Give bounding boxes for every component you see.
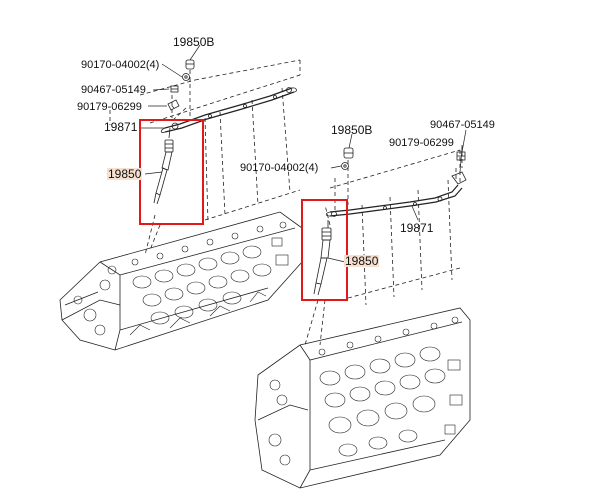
left-busbar-nut: [171, 122, 179, 130]
right-clamp-label: 90179-06299: [389, 137, 454, 149]
left-glow-plug-highlight-box: [139, 119, 204, 225]
left-bolt-label: 90170-04002(4): [81, 59, 160, 71]
right-nut-label: 90467-05149: [430, 119, 495, 131]
right-busbar: [329, 184, 459, 213]
right-cap-part: [343, 147, 354, 159]
left-cylinder-head: [59, 211, 303, 351]
right-clamp-part: [451, 171, 467, 185]
right-glow-plug-label: 19850: [344, 254, 380, 268]
left-glow-plug-drawing: [153, 127, 174, 205]
right-bolt-label: 90170-04002(4): [240, 162, 319, 174]
left-alignment-lines: [109, 59, 301, 256]
left-clamp-label: 90179-06299: [77, 101, 142, 113]
left-cap-part: [185, 59, 195, 70]
left-busbar: [164, 87, 293, 129]
right-glow-plug-drawing: [313, 220, 332, 296]
right-busbar-label: 19871: [400, 221, 434, 235]
left-nut-label: 90467-05149: [81, 84, 146, 96]
left-clamp-part: [167, 99, 180, 111]
right-cylinder-head: [254, 307, 471, 489]
right-cap-label: 19850B: [331, 123, 373, 137]
right-glow-plug-highlight-box: [301, 199, 348, 301]
right-alignment-lines: [304, 145, 463, 346]
left-busbar-label: 19871: [104, 120, 138, 134]
left-bolt-part: [182, 73, 190, 81]
left-glow-plug-label: 19850: [107, 167, 143, 181]
left-cap-label: 19850B: [173, 35, 215, 49]
right-bolt-part: [341, 162, 349, 170]
left-nut-part: [170, 85, 179, 93]
